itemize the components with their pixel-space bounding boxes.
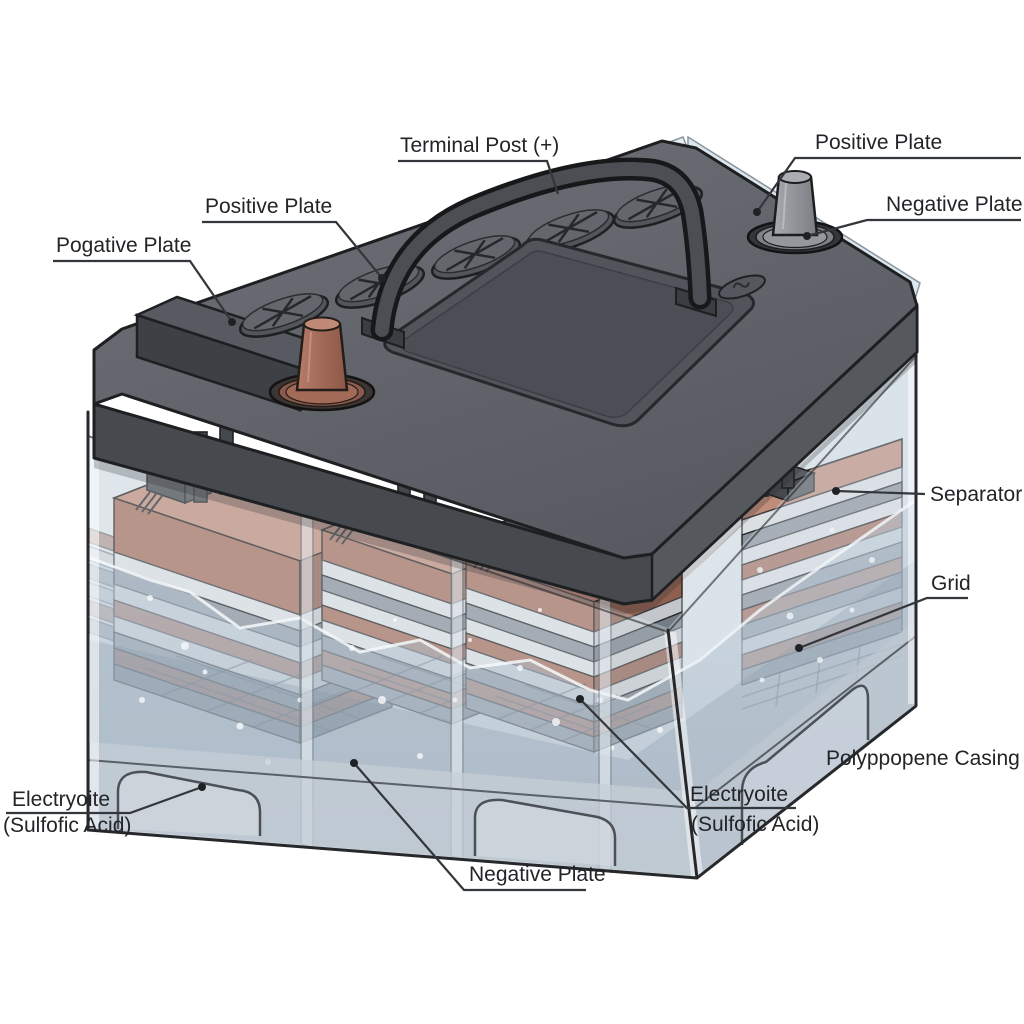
electrolyte-surface-line bbox=[89, 498, 917, 702]
label-negative-plate-bottom: Negative Plate bbox=[350, 759, 606, 892]
label-terminal-post: Terminal Post (+) bbox=[398, 134, 560, 195]
connector-tines bbox=[135, 491, 163, 515]
label-electrolyte-middle-line2: (Sulfofic Acid) bbox=[691, 813, 819, 836]
leader-line bbox=[353, 762, 586, 892]
base-ledge-line bbox=[87, 635, 917, 809]
leader-dot bbox=[378, 274, 386, 282]
leader-dot bbox=[803, 232, 811, 240]
cap-cross-mark bbox=[539, 211, 598, 246]
label-negative-plate-top-right-text: Negative Plate bbox=[886, 193, 1023, 216]
leader-dot bbox=[198, 783, 206, 791]
label-grid-text: Grid bbox=[931, 572, 971, 595]
leader-dot bbox=[350, 759, 358, 767]
label-electrolyte-middle-line1: Electryoite bbox=[690, 783, 788, 806]
leader-line bbox=[6, 785, 203, 815]
label-terminal-post-text: Terminal Post (+) bbox=[400, 134, 559, 157]
terminal-post-positive bbox=[268, 316, 376, 412]
label-pogative-plate: Pogative Plate bbox=[53, 234, 236, 326]
label-separator: Separator bbox=[832, 483, 1022, 506]
leader-dot bbox=[753, 208, 761, 216]
label-separator-text: Separator bbox=[930, 483, 1022, 506]
lid-shadow bbox=[94, 352, 917, 614]
case-outline bbox=[86, 350, 918, 880]
molded-foot bbox=[116, 770, 262, 836]
leader-line bbox=[835, 489, 926, 496]
label-electrolyte-left: Electryoite (Sulfofic Acid) bbox=[3, 783, 206, 837]
labels: Terminal Post (+) Positive Plate Pogativ… bbox=[3, 131, 1023, 892]
leader-dot bbox=[228, 318, 236, 326]
handle bbox=[361, 157, 717, 350]
leader-line bbox=[202, 220, 383, 279]
vent-cap bbox=[430, 235, 522, 280]
label-positive-plate-top-right-text: Positive Plate bbox=[815, 131, 942, 154]
label-positive-plate-top-left-text: Positive Plate bbox=[205, 195, 332, 218]
label-casing: Polyppopene Casing bbox=[826, 747, 1020, 770]
label-pogative-plate-text: Pogative Plate bbox=[56, 234, 191, 257]
leader-dot bbox=[795, 644, 803, 652]
cap-cross-mark bbox=[253, 295, 312, 330]
label-electrolyte-left-line1: Electryoite bbox=[12, 788, 110, 811]
leader-line bbox=[579, 698, 796, 810]
emblem-oval bbox=[718, 274, 766, 300]
terminal-post-negative bbox=[746, 170, 844, 255]
leader-line bbox=[756, 156, 1021, 213]
molded-foot bbox=[740, 684, 870, 845]
corner-highlight bbox=[908, 356, 916, 704]
molded-foot bbox=[473, 798, 617, 866]
label-electrolyte-left-line2: (Sulfofic Acid) bbox=[3, 814, 131, 837]
leader-line bbox=[806, 218, 1021, 238]
label-negative-plate-bottom-text: Negative Plate bbox=[469, 863, 606, 886]
label-positive-plate-top-right: Positive Plate bbox=[753, 131, 1021, 216]
vent-cap bbox=[238, 293, 330, 338]
leader-line bbox=[398, 159, 560, 195]
handle-bar bbox=[375, 162, 707, 337]
case bbox=[86, 350, 918, 880]
label-positive-plate-top-left: Positive Plate bbox=[202, 195, 386, 282]
leader-dot bbox=[576, 695, 584, 703]
leader-line bbox=[53, 259, 233, 323]
label-casing-text: Polyppopene Casing bbox=[826, 747, 1020, 770]
corner-highlight bbox=[90, 420, 99, 828]
leader-line bbox=[798, 596, 968, 650]
label-grid: Grid bbox=[795, 572, 971, 652]
lid bbox=[92, 139, 919, 614]
label-negative-plate-top-right: Negative Plate bbox=[803, 193, 1023, 240]
cap-cross-mark bbox=[445, 237, 504, 272]
label-electrolyte-middle: Electryoite (Sulfofic Acid) bbox=[576, 695, 819, 836]
leader-dot bbox=[832, 487, 840, 495]
